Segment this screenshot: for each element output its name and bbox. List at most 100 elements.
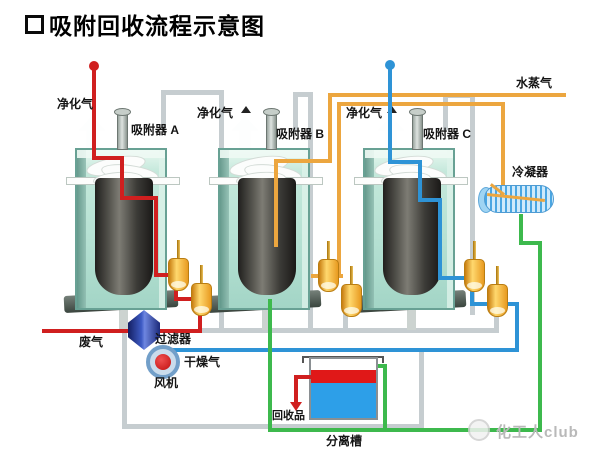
condensate-pipe	[538, 241, 542, 432]
waste-gas-pipe	[174, 297, 202, 301]
valve-flange	[194, 306, 209, 313]
waste-gas-pipe	[42, 329, 202, 333]
waste-gas-pipe	[92, 156, 124, 160]
dry-gas-pipe	[168, 348, 519, 352]
steam-pipe	[337, 102, 341, 278]
label-steam: 水蒸气	[516, 76, 553, 90]
gray-pipe	[419, 350, 424, 426]
gray-pipe	[200, 328, 499, 333]
label-adsorber-a: 吸附器 A	[131, 123, 180, 137]
vessel-edge	[447, 150, 453, 308]
adsorber-a-vent-pipe	[117, 112, 128, 150]
flow-up-arrow-icon	[241, 106, 251, 113]
steam-pipe	[274, 159, 332, 163]
label-waste-gas: 废气	[79, 335, 104, 349]
valve	[318, 259, 339, 292]
condensate-pipe	[268, 428, 542, 432]
gray-pipe	[161, 90, 224, 95]
steam-pipe	[501, 102, 505, 190]
valve-flange	[321, 282, 336, 289]
label-adsorber-c: 吸附器 C	[423, 127, 472, 141]
label-separation-tank: 分离槽	[326, 434, 363, 448]
gray-pipe	[293, 92, 313, 97]
tank-product-layer	[311, 370, 376, 383]
valve-stem	[327, 241, 330, 260]
valve-flange	[467, 282, 482, 289]
gray-pipe	[470, 93, 475, 315]
vessel-edge	[365, 150, 453, 158]
gray-pipe	[293, 92, 298, 130]
adsorber-c-vent-pipe	[412, 112, 423, 150]
vessel-edge	[220, 150, 308, 158]
valve-stem	[473, 241, 476, 260]
valve-stem	[200, 265, 203, 284]
dry-gas-pipe	[438, 198, 442, 280]
flow-up-arrow-icon	[387, 106, 397, 113]
recovered-product-pipe	[294, 375, 312, 379]
dry-gas-pipe	[418, 160, 422, 202]
page-title: 吸附回收流程示意图	[49, 13, 265, 40]
label-recovered-product: 回收品	[272, 410, 305, 422]
valve-flange	[344, 307, 359, 314]
label-purified-gas-a: 净化气	[57, 97, 94, 111]
watermark-logo-icon	[468, 419, 490, 441]
vessel-edge	[159, 150, 165, 308]
valve-flange	[171, 281, 186, 288]
valve-stem	[496, 266, 499, 285]
dry-gas-pipe	[388, 160, 422, 164]
condensate-pipe	[519, 241, 542, 245]
condensate-pipe	[374, 364, 387, 368]
label-purified-gas-b: 净化气	[197, 106, 234, 120]
vessel-edge	[77, 150, 86, 308]
dry-gas-pipe	[438, 276, 474, 280]
gray-pipe	[161, 90, 166, 130]
steam-pipe	[328, 93, 566, 97]
dry-gas-pipe	[515, 302, 519, 352]
adsorber-b-carbon-bed	[238, 178, 296, 295]
condensate-pipe	[268, 299, 272, 432]
valve	[191, 283, 212, 316]
watermark-text: 化工人club	[496, 424, 579, 441]
tank-water-layer	[311, 383, 376, 418]
steam-pipe	[274, 159, 278, 247]
adsorber-c-carbon-bed	[383, 178, 441, 295]
fan-core	[155, 354, 171, 370]
valve	[341, 284, 362, 317]
label-condenser: 冷凝器	[512, 165, 549, 179]
gray-pipe	[122, 424, 424, 429]
vessel-edge	[302, 150, 308, 308]
gray-pipe	[122, 306, 127, 429]
waste-gas-pipe	[120, 196, 158, 200]
vessel-leg	[262, 308, 271, 330]
recovered-product-pipe	[294, 375, 298, 403]
recovered-product-arrow-icon	[290, 402, 302, 411]
steam-pipe	[328, 93, 332, 163]
gray-pipe	[343, 306, 348, 330]
title-square-bullet-icon	[25, 14, 44, 34]
waste-gas-pipe	[92, 66, 96, 160]
valve-stem	[177, 240, 180, 259]
adsorber-b-vent-cap	[263, 108, 280, 116]
waste-gas-pipe	[154, 273, 178, 277]
gray-pipe	[443, 93, 448, 130]
label-filter: 过滤器	[155, 332, 192, 346]
vessel-leg	[407, 308, 416, 330]
purified-gas-arrow-icon	[232, 116, 258, 148]
adsorber-c-vent-cap	[409, 108, 426, 116]
waste-gas-pipe	[120, 156, 124, 200]
label-dry-gas: 干燥气	[184, 355, 221, 369]
tank-rim-tick	[302, 356, 304, 363]
vessel-edge	[220, 150, 229, 308]
page-title-row: 吸附回收流程示意图	[25, 7, 265, 41]
valve-flange	[490, 307, 505, 314]
dry-gas-pipe	[388, 65, 392, 164]
valve	[464, 259, 485, 292]
adsorber-a-vent-cap	[114, 108, 131, 116]
tank-rim-tick	[382, 356, 384, 363]
valve	[168, 258, 189, 291]
vessel-edge	[365, 150, 374, 308]
vessel-leg	[119, 308, 128, 330]
steam-pipe	[337, 102, 505, 106]
valve	[487, 284, 508, 317]
